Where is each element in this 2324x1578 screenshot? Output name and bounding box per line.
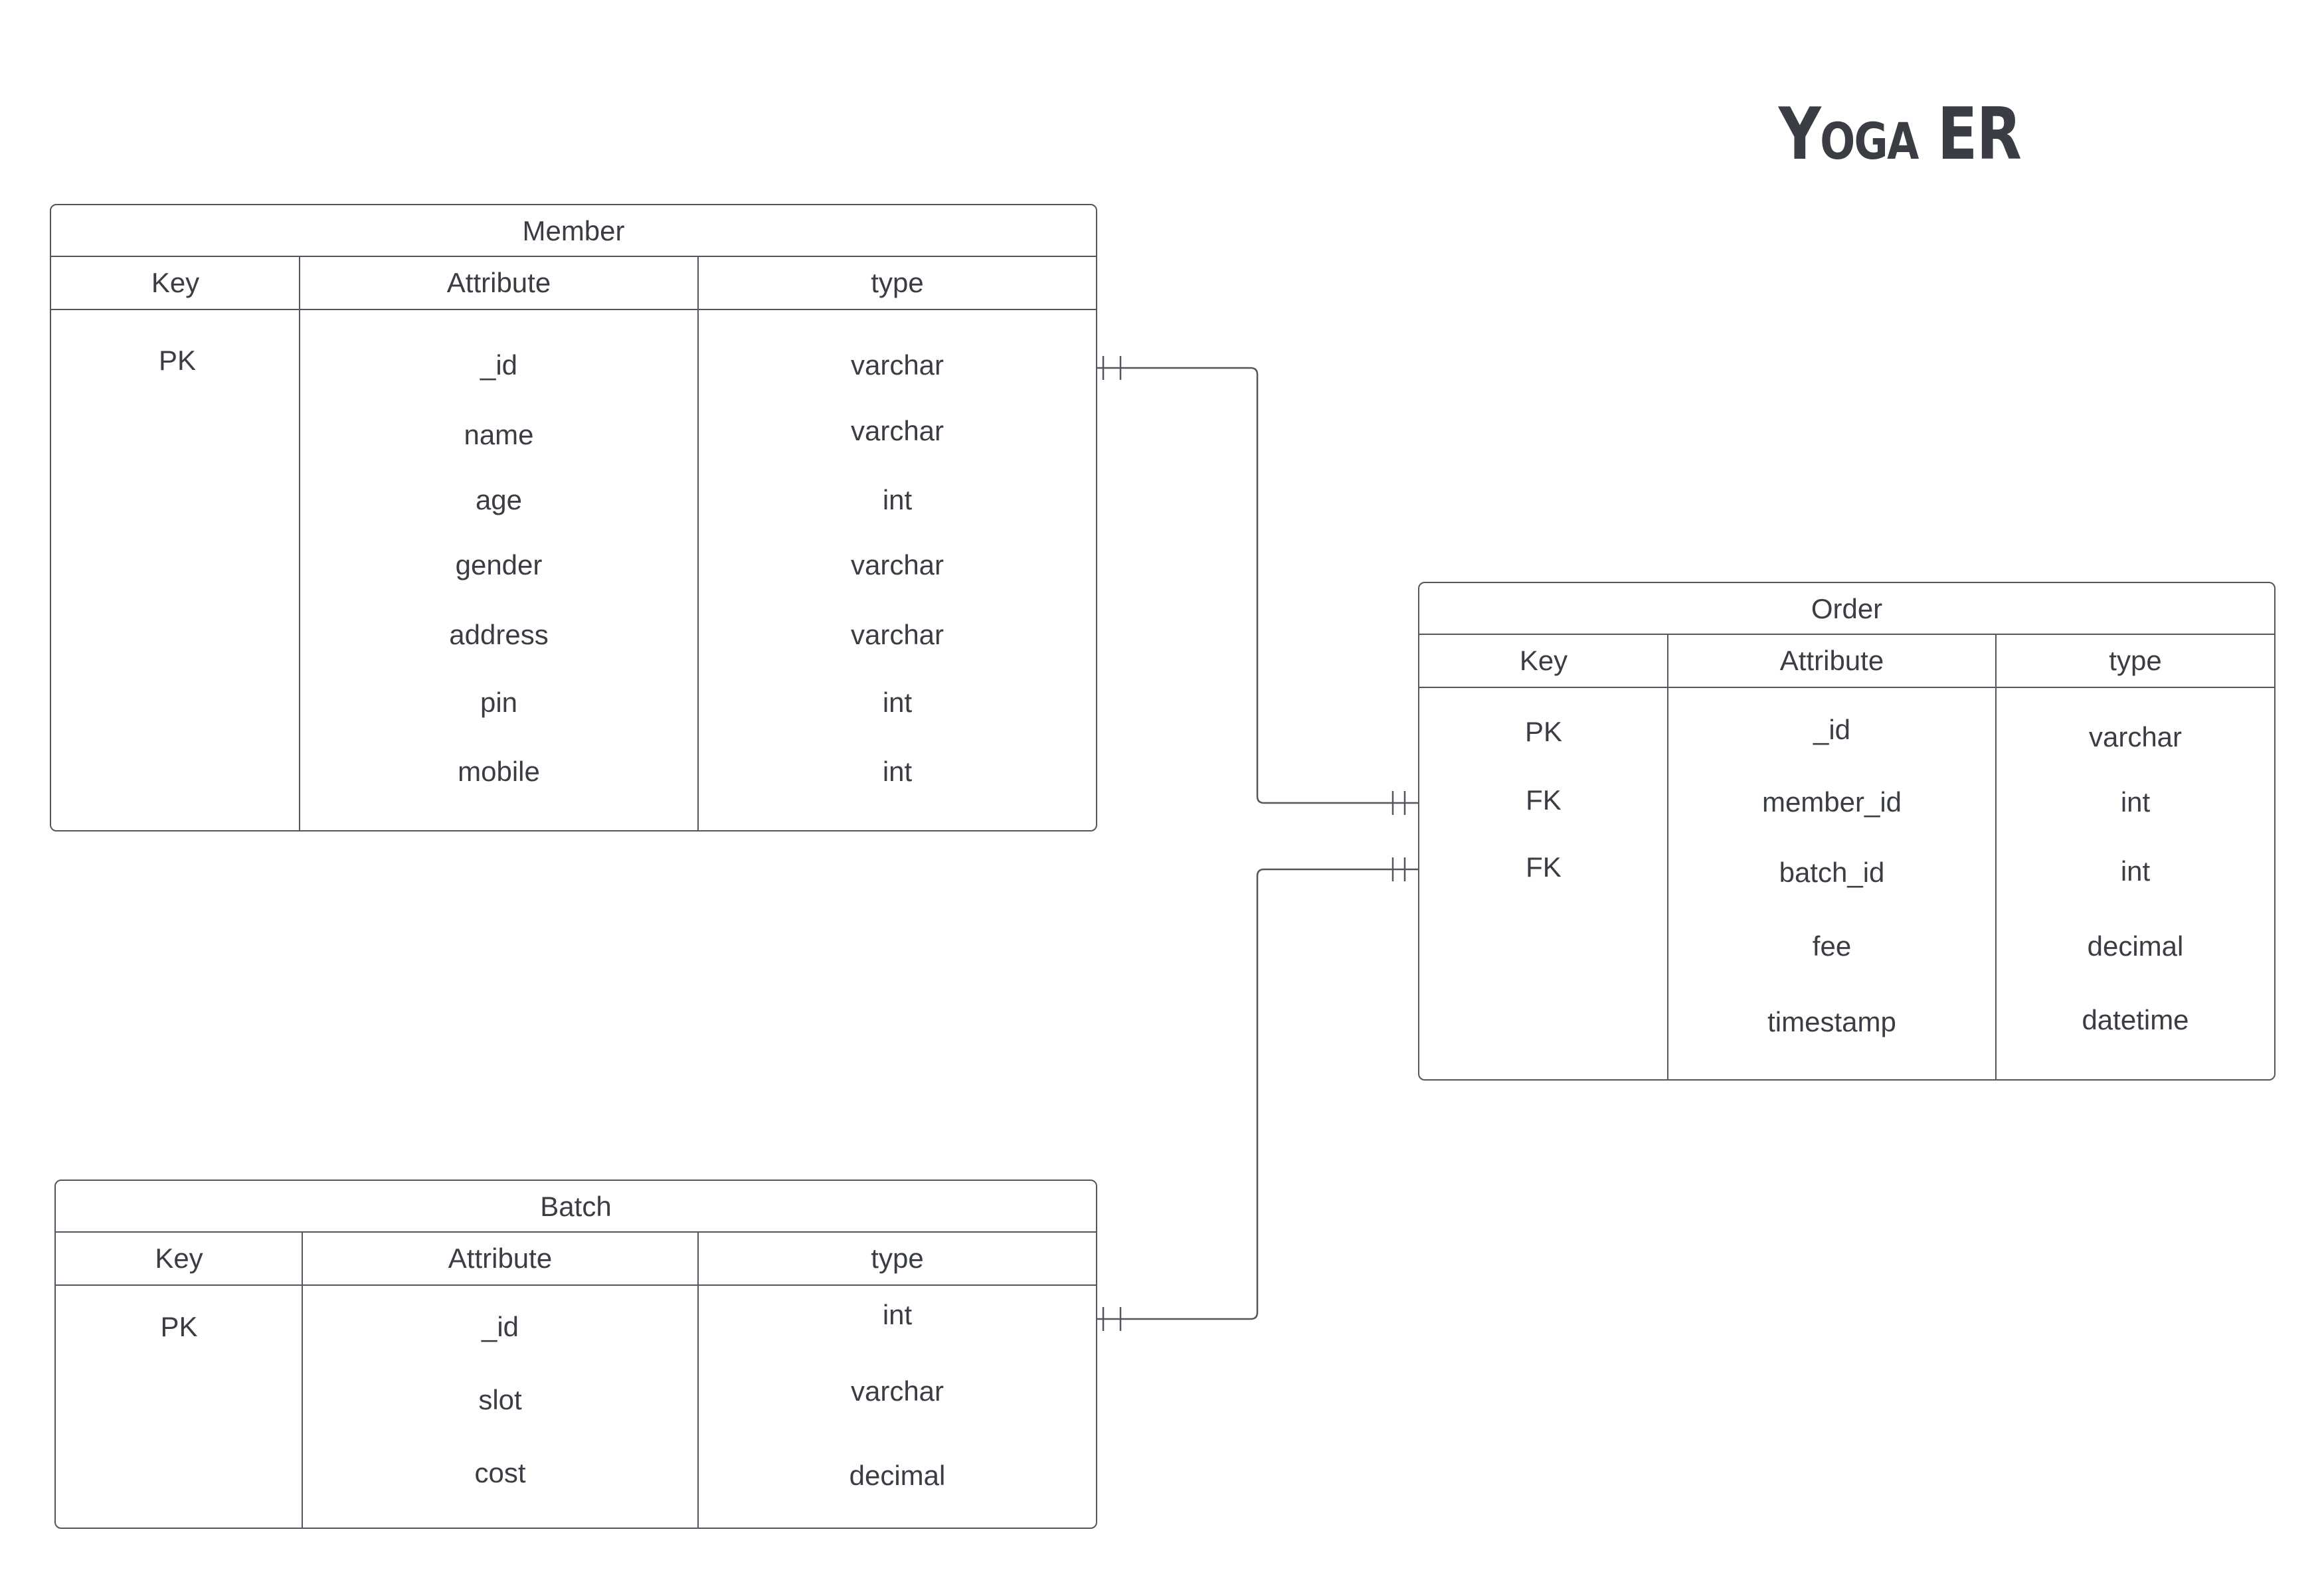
type-cell: decimal bbox=[2087, 930, 2184, 962]
header-key: Key bbox=[1519, 645, 1568, 676]
type-cell: int bbox=[882, 1299, 913, 1330]
key-cell: FK bbox=[1526, 784, 1562, 816]
type-cell: int bbox=[882, 484, 913, 515]
column-headers: Key Attribute type bbox=[1419, 635, 2274, 688]
attribute-cell: member_id bbox=[1761, 786, 1902, 818]
key-cell: PK bbox=[160, 1311, 198, 1342]
entity-name: Member bbox=[51, 205, 1096, 257]
attribute-cell: _id bbox=[481, 1311, 519, 1342]
type-cell: varchar bbox=[2088, 721, 2183, 752]
attribute-cell: address bbox=[449, 619, 549, 650]
connector-member-order bbox=[1097, 367, 1418, 804]
attribute-cell: batch_id bbox=[1779, 857, 1885, 888]
attribute-cell: _id bbox=[1813, 714, 1851, 745]
header-key: Key bbox=[155, 1243, 203, 1274]
attribute-cell: mobile bbox=[458, 756, 540, 787]
diagram-title: Yoga ER bbox=[1778, 93, 2022, 176]
key-cell: PK bbox=[158, 345, 197, 376]
entity-order[interactable]: Order Key Attribute type PK FK FK _id me… bbox=[1418, 582, 2276, 1081]
attribute-cell: name bbox=[464, 419, 534, 450]
type-cell: int bbox=[2120, 855, 2151, 887]
type-cell: int bbox=[2120, 786, 2151, 818]
attribute-cell: age bbox=[475, 484, 523, 515]
attribute-cell: timestamp bbox=[1767, 1006, 1896, 1037]
attribute-cell: pin bbox=[480, 687, 518, 718]
column-headers: Key Attribute type bbox=[51, 257, 1096, 310]
header-attribute: Attribute bbox=[448, 1243, 553, 1274]
type-cell: decimal bbox=[849, 1460, 946, 1491]
column-divider bbox=[299, 257, 300, 830]
type-cell: datetime bbox=[2082, 1004, 2189, 1035]
column-divider bbox=[697, 1233, 699, 1528]
entity-member[interactable]: Member Key Attribute type PK _id name ag… bbox=[50, 204, 1097, 832]
header-attribute: Attribute bbox=[1779, 645, 1884, 676]
type-cell: varchar bbox=[850, 1375, 944, 1407]
attribute-cell: fee bbox=[1812, 930, 1852, 962]
attribute-cell: slot bbox=[478, 1384, 522, 1415]
column-divider bbox=[697, 257, 699, 830]
type-cell: int bbox=[882, 756, 913, 787]
type-cell: varchar bbox=[850, 549, 944, 580]
key-cell: FK bbox=[1526, 851, 1562, 883]
attribute-cell: gender bbox=[455, 549, 543, 580]
column-headers: Key Attribute type bbox=[56, 1233, 1096, 1286]
header-type: type bbox=[2109, 645, 2162, 676]
header-attribute: Attribute bbox=[446, 267, 551, 298]
column-divider bbox=[1667, 635, 1668, 1079]
type-cell: varchar bbox=[850, 415, 944, 446]
key-cell: PK bbox=[1524, 716, 1563, 747]
type-cell: varchar bbox=[850, 619, 944, 650]
type-cell: int bbox=[882, 687, 913, 718]
entity-batch[interactable]: Batch Key Attribute type PK _id slot cos… bbox=[54, 1180, 1097, 1529]
column-divider bbox=[302, 1233, 303, 1528]
column-divider bbox=[1995, 635, 1997, 1079]
type-cell: varchar bbox=[850, 349, 944, 381]
entity-name: Order bbox=[1419, 583, 2274, 635]
header-key: Key bbox=[151, 267, 200, 298]
header-type: type bbox=[871, 267, 924, 298]
connector-batch-order bbox=[1097, 868, 1418, 1320]
attribute-cell: cost bbox=[474, 1457, 526, 1488]
attribute-cell: _id bbox=[480, 349, 518, 381]
header-type: type bbox=[871, 1243, 924, 1274]
entity-name: Batch bbox=[56, 1181, 1096, 1233]
